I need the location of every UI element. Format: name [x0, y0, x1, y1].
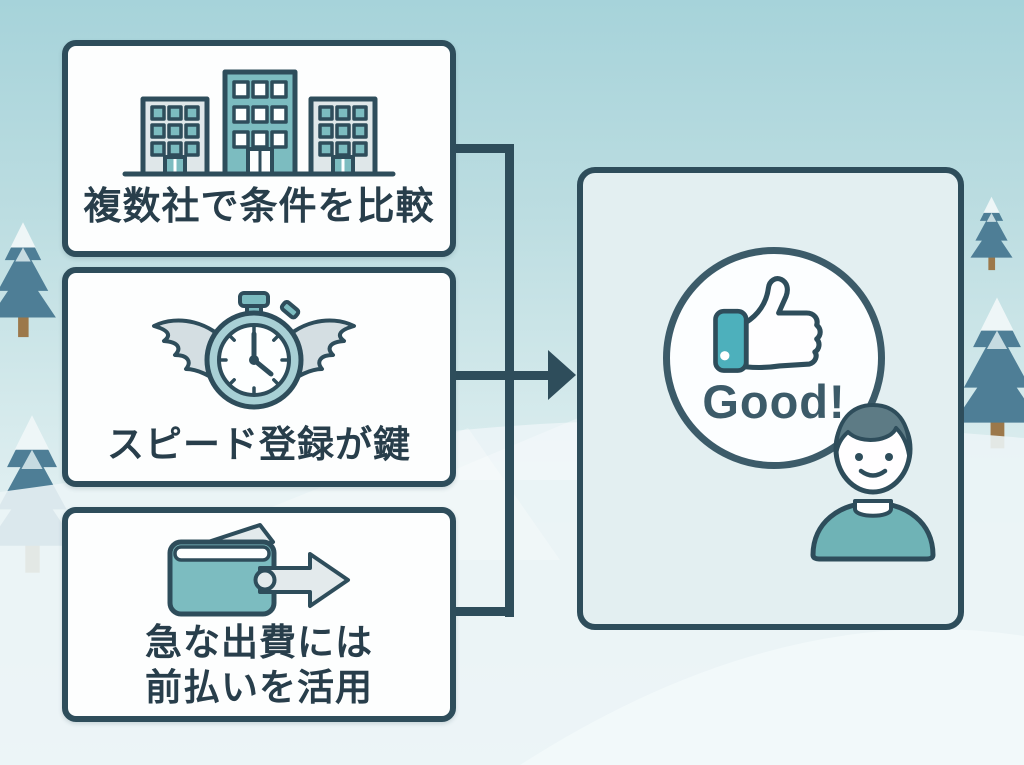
step-card-compare: 複数社で条件を比較: [62, 40, 456, 257]
step-label-advance-line1: 急な出費には: [145, 621, 373, 663]
flow-connector-arrow-shaft: [451, 371, 550, 380]
winged-stopwatch-icon: [152, 290, 356, 410]
step-label-advance-line2: 前払いを活用: [145, 666, 373, 708]
fir-tree-icon: [0, 206, 58, 352]
flow-connector-bottom: [449, 607, 514, 616]
flow-connector-top: [451, 144, 514, 153]
flow-connector-vertical: [505, 144, 514, 617]
step-label-speed: スピード登録が鍵: [107, 423, 411, 465]
arrow-right-icon: [548, 350, 576, 400]
buildings-icon: [122, 69, 396, 177]
wallet-arrow-icon: [167, 522, 350, 617]
fir-tree-icon: [969, 195, 1014, 271]
result-card: Good!: [577, 167, 964, 630]
step-card-speed: スピード登録が鍵: [62, 267, 456, 487]
thumbs-up-icon: [713, 276, 823, 373]
step-label-compare: 複数社で条件を比較: [83, 186, 435, 229]
person-icon: [810, 403, 936, 562]
step-card-advance-pay: 急な出費には 前払いを活用: [62, 507, 456, 722]
good-label: Good!: [702, 375, 846, 428]
